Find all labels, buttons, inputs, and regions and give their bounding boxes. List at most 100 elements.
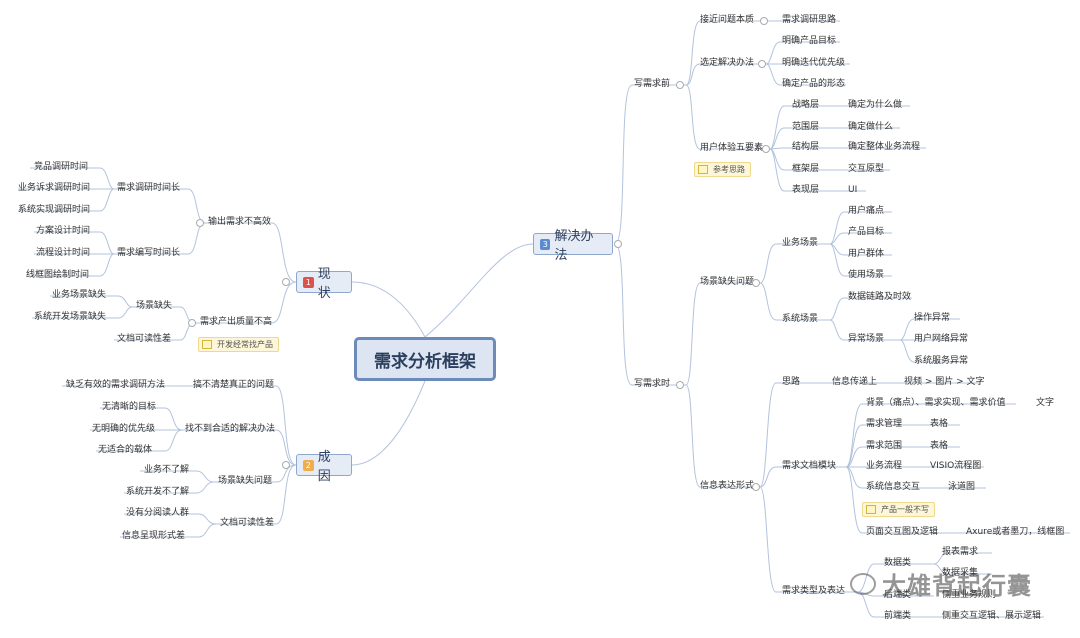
collapse-toggle[interactable] — [196, 219, 204, 227]
topic-structure-layer[interactable]: 结构层 — [792, 142, 820, 152]
topic-background[interactable]: 背景（痛点）、需求实现、需求价值 — [866, 398, 1006, 408]
collapse-toggle[interactable] — [282, 461, 290, 469]
topic-wireframe[interactable]: 线框图绘制时间 — [26, 270, 90, 280]
tag-product-usually-not: 产品一般不写 — [862, 502, 935, 517]
topic-surface-layer[interactable]: 表现层 — [792, 185, 820, 195]
topic-sys-error[interactable]: 系统服务异常 — [914, 356, 969, 366]
topic-sys-scene[interactable]: 系统场景 — [782, 314, 819, 324]
topic-ux-five-elements[interactable]: 用户体验五要素 — [700, 143, 764, 153]
topic-no-solution[interactable]: 找不到合适的解决办法 — [185, 424, 276, 434]
topic-visio[interactable]: VISIO流程图 — [930, 461, 982, 471]
topic-no-carrier[interactable]: 无适合的载体 — [98, 445, 153, 455]
topic-flow-design[interactable]: 流程设计时间 — [36, 248, 91, 258]
topic-compete-research[interactable]: 竞品调研时间 — [34, 162, 89, 172]
topic-confirm-form[interactable]: 确定产品的形态 — [782, 79, 846, 89]
topic-table-2[interactable]: 表格 — [930, 441, 949, 451]
topic-no-reader-layers[interactable]: 没有分阅读人群 — [126, 508, 190, 518]
topic-abnormal-scene[interactable]: 异常场景 — [848, 334, 885, 344]
topic-report-req[interactable]: 报表需求 — [942, 547, 979, 557]
topic-scene-problem-left[interactable]: 场景缺失问题 — [218, 476, 273, 486]
topic-frontend-type[interactable]: 前端类 — [884, 611, 912, 621]
topic-req-type[interactable]: 需求类型及表达 — [782, 586, 846, 596]
topic-data-link[interactable]: 数据链路及时效 — [848, 292, 912, 302]
topic-no-goal[interactable]: 无清晰的目标 — [102, 402, 157, 412]
topic-data-type[interactable]: 数据类 — [884, 558, 912, 568]
topic-write-time[interactable]: 需求编写时间长 — [117, 248, 181, 258]
collapse-toggle[interactable] — [752, 483, 760, 491]
topic-data-collect[interactable]: 数据采集 — [942, 568, 979, 578]
topic-user-group[interactable]: 用户群体 — [848, 249, 885, 259]
topic-info-poor[interactable]: 信息呈现形式差 — [122, 531, 186, 541]
topic-sys-unknown[interactable]: 系统开发不了解 — [126, 487, 190, 497]
topic-product-goal[interactable]: 产品目标 — [848, 227, 885, 237]
topic-sys-scene-missing[interactable]: 系统开发场景缺失 — [34, 312, 107, 322]
topic-doc-readability-2[interactable]: 文档可读性差 — [220, 518, 275, 528]
collapse-toggle[interactable] — [762, 145, 770, 153]
tag-label: 参考思路 — [713, 165, 745, 174]
topic-no-priority[interactable]: 无明确的优先级 — [92, 424, 156, 434]
topic-biz-scene[interactable]: 业务场景 — [782, 238, 819, 248]
topic-biz-scene-missing[interactable]: 业务场景缺失 — [52, 290, 107, 300]
branch-solution[interactable]: 3 解决办法 — [533, 229, 613, 263]
topic-no-method[interactable]: 缺乏有效的需求调研方法 — [66, 380, 166, 390]
topic-net-error[interactable]: 用户网络异常 — [914, 334, 969, 344]
topic-choose-method[interactable]: 选定解决办法 — [700, 58, 755, 68]
central-topic[interactable]: 需求分析框架 — [354, 337, 496, 381]
collapse-toggle[interactable] — [752, 279, 760, 287]
topic-plan-design[interactable]: 方案设计时间 — [36, 226, 91, 236]
topic-video-image-text[interactable]: 视频 > 图片 > 文字 — [904, 377, 985, 387]
collapse-toggle[interactable] — [760, 17, 768, 25]
topic-sys-interaction[interactable]: 系统信息交互 — [866, 482, 921, 492]
branch-cause[interactable]: 2 成因 — [296, 450, 352, 484]
topic-frontend-logic[interactable]: 侧重交互逻辑、展示逻辑 — [942, 611, 1042, 621]
topic-op-error[interactable]: 操作异常 — [914, 313, 951, 323]
topic-business-flow[interactable]: 确定整体业务流程 — [848, 142, 921, 152]
topic-swimlane[interactable]: 泳道图 — [948, 482, 976, 492]
topic-when-writing[interactable]: 写需求时 — [634, 379, 671, 389]
collapse-toggle[interactable] — [676, 381, 684, 389]
collapse-toggle[interactable] — [758, 60, 766, 68]
topic-doc-readability[interactable]: 文档可读性差 — [117, 334, 172, 344]
collapse-toggle[interactable] — [282, 278, 290, 286]
topic-info-transfer[interactable]: 信息传递上 — [832, 377, 878, 387]
topic-quality-low[interactable]: 需求产出质量不高 — [200, 317, 273, 327]
topic-business-research[interactable]: 业务诉求调研时间 — [18, 183, 91, 193]
topic-axure[interactable]: Axure或者墨刀，线框图 — [966, 527, 1065, 537]
topic-interaction-prototype[interactable]: 交互原型 — [848, 164, 885, 174]
topic-strategy-layer[interactable]: 战略层 — [792, 100, 820, 110]
topic-scene-missing[interactable]: 场景缺失 — [136, 301, 173, 311]
topic-research-idea[interactable]: 需求调研思路 — [782, 15, 837, 25]
collapse-toggle[interactable] — [676, 81, 684, 89]
topic-clear-priority[interactable]: 明确迭代优先级 — [782, 58, 846, 68]
topic-ui[interactable]: UI — [848, 185, 858, 195]
topic-req-manage[interactable]: 需求管理 — [866, 419, 903, 429]
topic-scene-problem-right[interactable]: 场景缺失问题 — [700, 277, 755, 287]
topic-table-1[interactable]: 表格 — [930, 419, 949, 429]
topic-no-real-problem[interactable]: 搞不清楚真正的问题 — [193, 380, 275, 390]
topic-biz-flow[interactable]: 业务流程 — [866, 461, 903, 471]
topic-output-inefficient[interactable]: 输出需求不高效 — [208, 217, 272, 227]
branch-status[interactable]: 1 现状 — [296, 267, 352, 301]
topic-page-logic[interactable]: 页面交互图及逻辑 — [866, 527, 939, 537]
topic-text[interactable]: 文字 — [1036, 398, 1055, 408]
collapse-toggle[interactable] — [614, 240, 622, 248]
topic-close-essence[interactable]: 接近问题本质 — [700, 15, 755, 25]
topic-backend-type[interactable]: 后端类 — [884, 590, 912, 600]
topic-info-form[interactable]: 信息表达形式 — [700, 481, 755, 491]
topic-biz-unknown[interactable]: 业务不了解 — [144, 465, 190, 475]
topic-scope-layer[interactable]: 范围层 — [792, 122, 820, 132]
topic-before-writing[interactable]: 写需求前 — [634, 79, 671, 89]
topic-system-research[interactable]: 系统实现调研时间 — [18, 205, 91, 215]
topic-backend-rules[interactable]: 侧重业务规则 — [942, 590, 997, 600]
topic-idea[interactable]: 思路 — [782, 377, 801, 387]
topic-what[interactable]: 确定做什么 — [848, 122, 894, 132]
topic-doc-module[interactable]: 需求文档模块 — [782, 461, 837, 471]
topic-research-time[interactable]: 需求调研时间长 — [117, 183, 181, 193]
topic-why[interactable]: 确定为什么做 — [848, 100, 903, 110]
topic-user-pain[interactable]: 用户痛点 — [848, 206, 885, 216]
topic-req-scope[interactable]: 需求范围 — [866, 441, 903, 451]
topic-use-scene[interactable]: 使用场景 — [848, 270, 885, 280]
collapse-toggle[interactable] — [188, 319, 196, 327]
topic-frame-layer[interactable]: 框架层 — [792, 164, 820, 174]
topic-clear-goal[interactable]: 明确产品目标 — [782, 36, 837, 46]
